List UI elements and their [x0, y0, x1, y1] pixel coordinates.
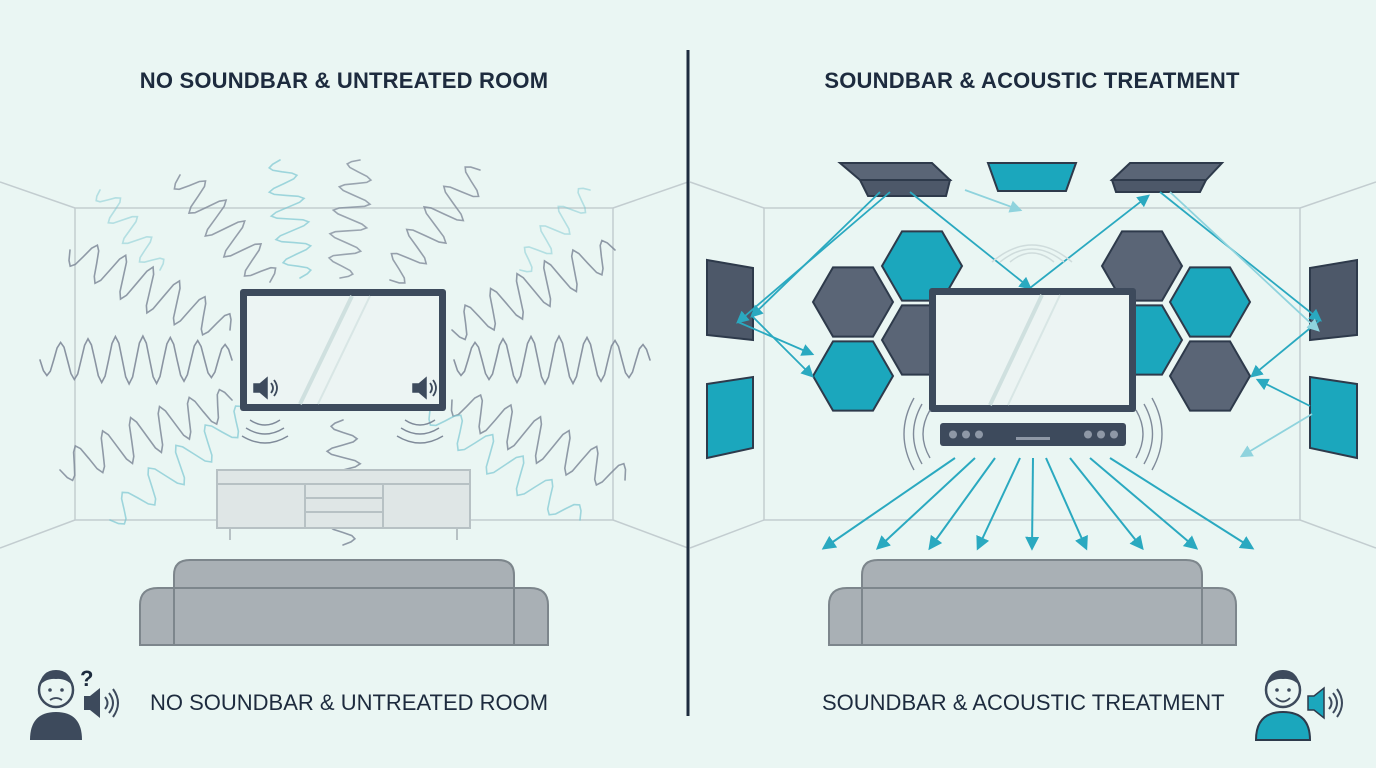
- reflection-arrow: [964, 189, 1023, 213]
- confused-listener-icon: [30, 670, 82, 740]
- direct-sound-arrow: [1025, 457, 1040, 551]
- direct-sound-arrow: [1109, 457, 1255, 550]
- left-room: ?: [0, 159, 689, 740]
- left-panel-caption: NO SOUNDBAR & UNTREATED ROOM: [150, 690, 549, 715]
- reflection-arrow: [1239, 413, 1313, 458]
- reflection-arrow: [750, 191, 881, 318]
- sound-wave: [389, 166, 481, 284]
- sound-wave: [173, 174, 277, 283]
- reflection-arrow: [751, 315, 814, 378]
- reflection-arrow: [909, 191, 1032, 290]
- sound-wave: [95, 189, 165, 271]
- hexagon-panel: [1168, 340, 1252, 412]
- sound-wave: [109, 405, 251, 525]
- question-mark: ?: [80, 666, 93, 691]
- listener-speaker-icon-right: [1307, 686, 1343, 720]
- hexagon-panel: [811, 266, 895, 338]
- tv-right: [929, 288, 1136, 412]
- right-room: [689, 162, 1376, 741]
- direct-sound-arrow: [1045, 457, 1088, 551]
- reflection-arrow: [1159, 191, 1322, 322]
- listener-speaker-icon-left: [84, 688, 119, 718]
- sound-wave: [519, 187, 591, 273]
- tv-console: [216, 469, 471, 540]
- direct-sound-arrow: [928, 457, 996, 551]
- side-panel-left-bottom: [706, 375, 754, 460]
- side-panel-left-top: [706, 258, 754, 342]
- sound-wave: [428, 409, 582, 521]
- reflection-arrow: [1250, 319, 1321, 378]
- tv-top-waves: [991, 244, 1073, 263]
- side-panel-right-bottom: [1309, 375, 1358, 460]
- sofa-left: [139, 559, 549, 646]
- tv-speaker-icon-right: [412, 376, 437, 400]
- tv-left: [240, 289, 446, 411]
- ceiling-panel-right: [1109, 162, 1225, 193]
- direct-sound-arrow: [1089, 457, 1199, 550]
- right-panel-title: SOUNDBAR & ACOUSTIC TREATMENT: [824, 68, 1240, 93]
- ceiling-panel-left: [837, 162, 953, 197]
- ceiling-panel-center: [986, 162, 1078, 192]
- hexagon-panel: [1168, 266, 1252, 338]
- direct-sound-arrow: [976, 457, 1021, 551]
- sound-wave: [453, 334, 651, 386]
- sound-wave: [451, 239, 616, 341]
- direct-sound-arrow: [1069, 457, 1144, 551]
- direct-sound-arrows: [821, 457, 1255, 551]
- sound-wave: [450, 393, 627, 487]
- hexagon-panel: [811, 340, 895, 412]
- happy-listener-icon: [1254, 670, 1312, 741]
- reflection-arrow: [1169, 191, 1320, 332]
- left-panel-title: NO SOUNDBAR & UNTREATED ROOM: [139, 68, 549, 93]
- sound-wave: [39, 334, 233, 386]
- sound-wave: [68, 244, 232, 336]
- direct-sound-arrow: [821, 457, 956, 550]
- sound-wave: [327, 159, 373, 279]
- direct-sound-arrow: [875, 457, 976, 550]
- hexagon-panel: [1100, 230, 1184, 302]
- sound-wave: [59, 388, 233, 482]
- reflection-arrow: [1255, 378, 1311, 407]
- sound-wave: [267, 159, 313, 279]
- soundbar: [940, 423, 1126, 446]
- soundbar-side-waves: [903, 397, 1163, 471]
- reflection-arrows: [736, 189, 1322, 458]
- sofa-right: [828, 559, 1237, 646]
- tv-speaker-icon-left: [253, 376, 278, 400]
- chaotic-sound-waves: [39, 159, 651, 546]
- tv-speaker-waves: [241, 419, 444, 444]
- right-panel-caption: SOUNDBAR & ACOUSTIC TREATMENT: [822, 690, 1225, 715]
- reflection-arrow: [1029, 194, 1150, 289]
